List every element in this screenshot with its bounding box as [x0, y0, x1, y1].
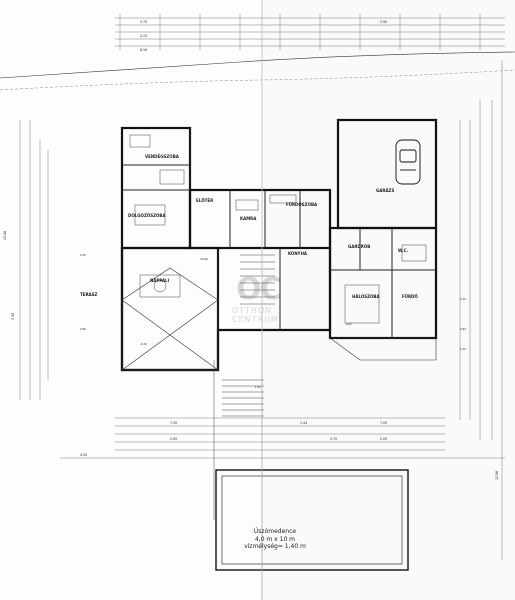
dim-label: 3.75: [140, 20, 147, 24]
level-mark: -0.03: [345, 322, 352, 326]
staircase: [240, 254, 275, 305]
room-label: HÁLÓSZOBA: [352, 294, 380, 299]
level-mark: -0.15: [140, 342, 147, 346]
left-dimension-chain: [19, 120, 49, 400]
room-label: GARÁZS: [376, 188, 394, 193]
room-label: NAPPALI: [150, 278, 170, 283]
room-label: GARDRÓB: [348, 244, 370, 249]
terrain-line: [0, 69, 515, 91]
dim-label: 2.00: [170, 437, 177, 441]
room-label: TERASZ: [80, 292, 98, 297]
pool-caption: Úszómedence 4,0 m x 10 m vízmélység= 1,4…: [215, 528, 335, 551]
level-mark: 5.10: [460, 297, 466, 301]
dim-label: 4.50: [80, 453, 87, 457]
swimming-pool: [215, 469, 409, 571]
dim-label: 8.16: [140, 48, 147, 52]
room-label: KAMRA: [240, 216, 257, 221]
level-mark: 2.50: [80, 253, 86, 257]
room-label: W.C.: [398, 248, 409, 253]
dim-label: 12.06: [3, 231, 7, 240]
pool-depth: vízmélység= 1,40 m: [244, 543, 306, 550]
dim-label: 2.70: [330, 437, 337, 441]
dim-label: 1.44: [300, 421, 307, 425]
room-label: DOLGOZÓSZOBA: [128, 213, 166, 218]
level-mark: 0.93: [460, 327, 466, 331]
terrace-outline: [121, 267, 437, 371]
dim-label: 4.15: [140, 34, 147, 38]
dim-label: 2.00: [380, 437, 387, 441]
room-label: VENDÉGSZOBA: [145, 154, 180, 159]
room-label: FÜRDŐ: [402, 294, 418, 299]
pool-title: Úszómedence: [253, 528, 297, 535]
pool-size: 4,0 m x 10 m: [254, 535, 296, 543]
room-label: FÜRDŐSZOBA: [286, 202, 318, 207]
right-dimension-chain: [459, 60, 503, 560]
level-mark: ±0.00: [200, 257, 208, 261]
terrain-line: [0, 51, 515, 79]
level-mark: 1.20: [460, 347, 466, 351]
level-mark: 1.00: [255, 385, 261, 389]
dim-label: 7.50: [170, 421, 177, 425]
top-dimension-lines: [115, 14, 505, 50]
dim-label: 12.06: [495, 471, 499, 480]
level-mark: 2.60: [80, 327, 86, 331]
furniture: [129, 134, 427, 324]
middle-dimension-lines: [60, 417, 505, 459]
dim-label: 3.50: [11, 313, 15, 320]
room-label: ELŐTÉR: [196, 198, 213, 203]
car-icon: [395, 139, 421, 185]
dim-label: 2.90: [380, 20, 387, 24]
room-label: KONYHA: [288, 251, 308, 256]
dim-label: 7.00: [380, 421, 387, 425]
